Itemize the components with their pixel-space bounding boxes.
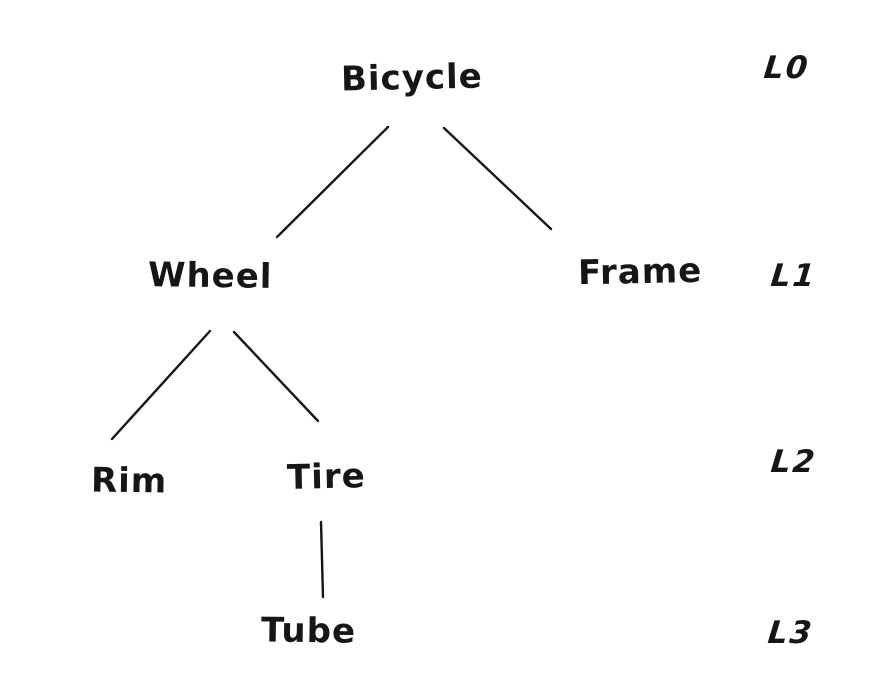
- tree-node-tire: Tire: [286, 456, 367, 498]
- edge-tire-tube: [319, 520, 325, 599]
- tree-node-rim: Rim: [90, 460, 168, 502]
- edge-wheel-rim: [110, 329, 212, 441]
- tree-node-bicycle: Bicycle: [340, 56, 484, 100]
- tree-node-wheel: Wheel: [147, 255, 273, 297]
- edge-wheel-tire: [232, 330, 320, 423]
- tree-node-frame: Frame: [577, 250, 703, 294]
- level-label-l0: L0: [762, 50, 812, 86]
- level-label-l2: L2: [769, 444, 819, 480]
- edge-bicycle-frame: [442, 126, 553, 231]
- level-label-l1: L1: [769, 258, 819, 294]
- level-label-l3: L3: [766, 615, 816, 651]
- tree-node-tube: Tube: [260, 610, 357, 652]
- edge-bicycle-wheel: [275, 125, 390, 239]
